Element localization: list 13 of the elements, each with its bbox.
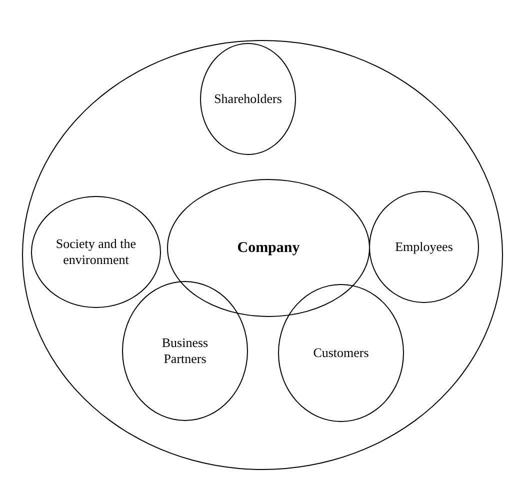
node-label: Employees (394, 239, 454, 255)
node-label: Shareholders (213, 91, 283, 107)
node-label: Customers (312, 345, 370, 361)
center-ellipse (167, 179, 370, 317)
stakeholder-circle (369, 191, 479, 303)
stakeholder-circle (31, 196, 161, 308)
node-label: Business Partners (160, 335, 210, 367)
stakeholder-circle (278, 284, 404, 422)
stakeholder-circle (200, 43, 296, 155)
stakeholder-circle (122, 281, 248, 421)
circle-shape (22, 40, 503, 470)
node-label: Society and the environment (54, 236, 138, 268)
node-label: Company (236, 240, 301, 256)
